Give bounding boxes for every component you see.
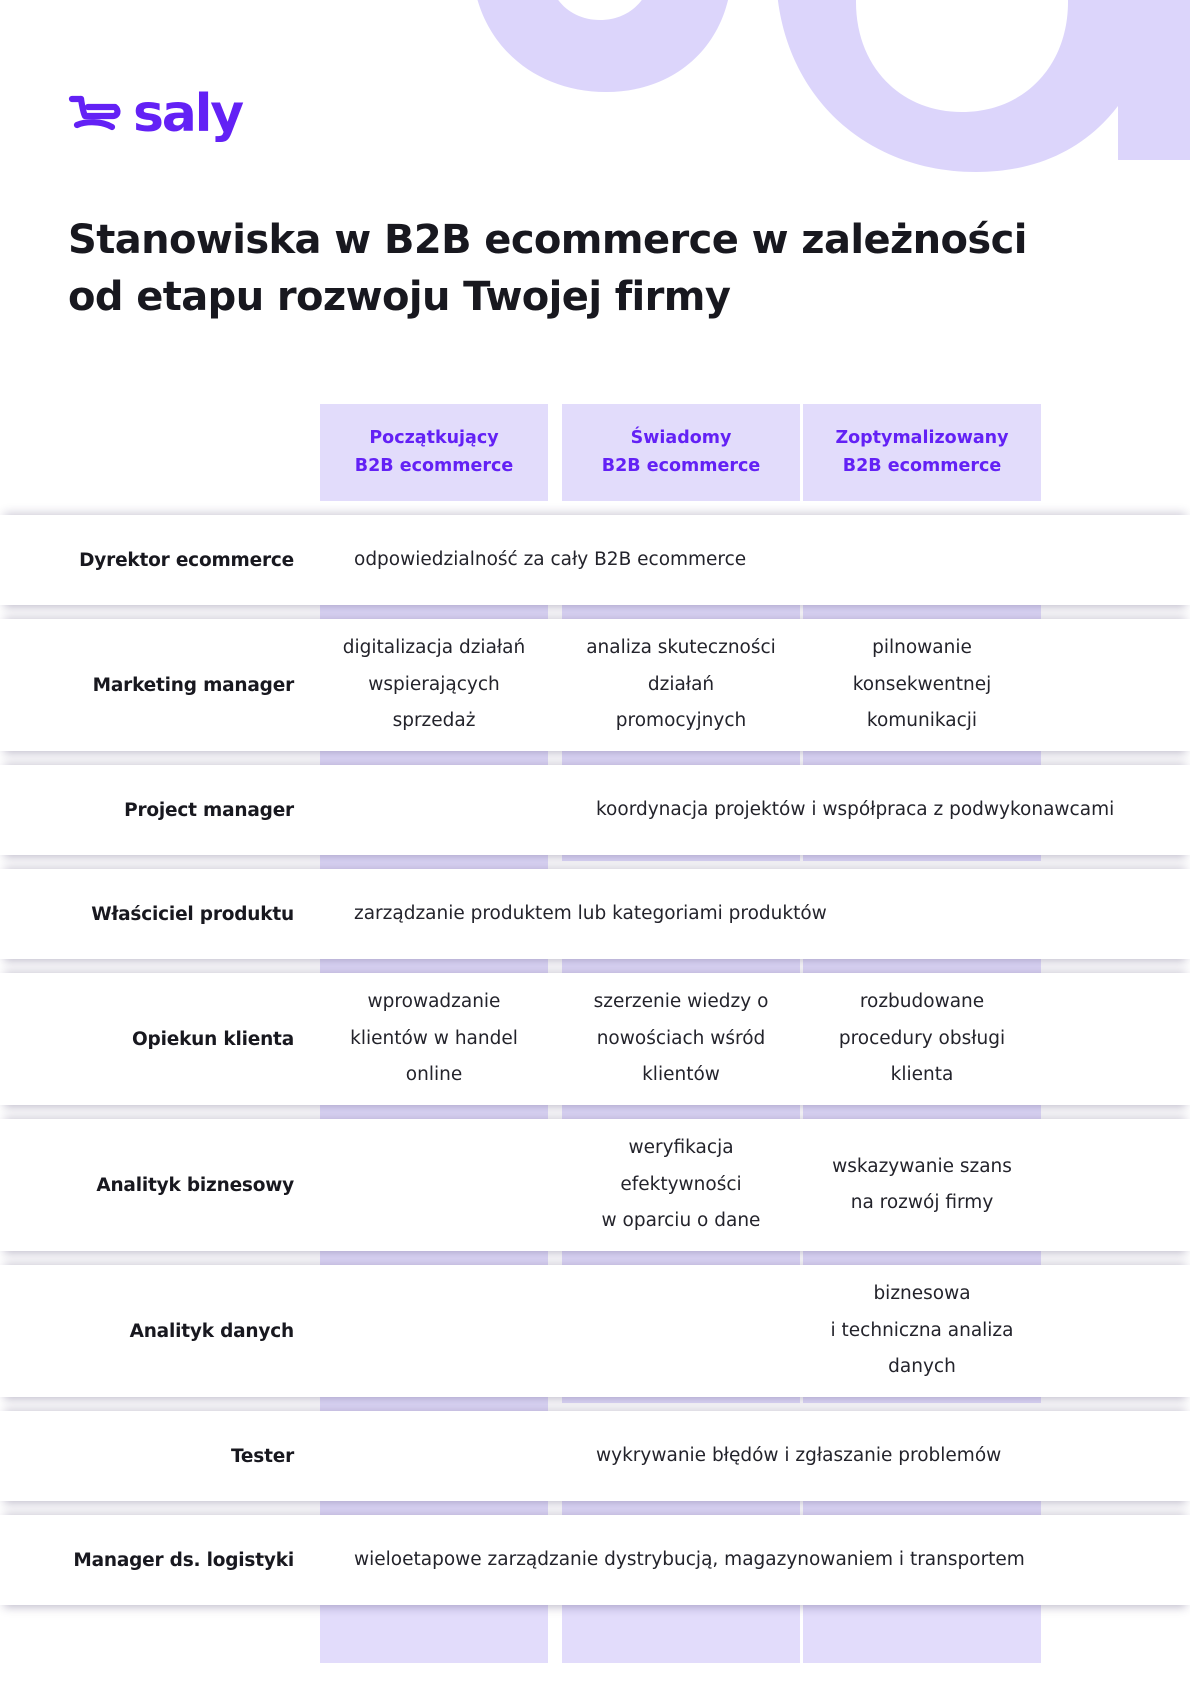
row-label-2: Marketing manager bbox=[92, 674, 295, 696]
cell-r7-c3: biznesowa i techniczna analiza danych bbox=[803, 1265, 1041, 1397]
table-row: Dyrektor ecommerce odpowiedzialność za ca… bbox=[0, 515, 1190, 605]
cell-r6-c2: weryfikacja efektywności w oparciu o dane bbox=[562, 1119, 800, 1251]
cell-text-line: procedury obsługi bbox=[838, 1027, 1006, 1049]
row-cells: digitalizacja działań wspierających sprzed… bbox=[320, 619, 1190, 751]
cell-text-line: i techniczna analiza bbox=[830, 1319, 1014, 1341]
column-header-line2: B2B ecommerce bbox=[842, 456, 1002, 476]
cell-text: koordynacja projektów i współpraca z pod… bbox=[596, 798, 1115, 820]
table-row: Tester wykrywanie błędów i zgłaszanie pro… bbox=[0, 1411, 1190, 1501]
row-gap bbox=[0, 959, 1190, 973]
row-cells: wieloetapowe zarządzanie dystrybucją, ma… bbox=[320, 1515, 1190, 1605]
cell-text-line: promocyjnych bbox=[615, 710, 747, 732]
cell-text-line: rozbudowane bbox=[859, 991, 985, 1013]
row-cells: odpowiedzialność za cały B2B ecommerce bbox=[320, 515, 1190, 605]
table-row: Marketing manager digitalizacja działań ws… bbox=[0, 619, 1190, 751]
page-title: Stanowiska w B2B ecommerce w zależności … bbox=[68, 217, 1027, 320]
cell-text: zarządzanie produktem lub kategoriami pr… bbox=[354, 902, 827, 924]
row-gap bbox=[0, 501, 1190, 515]
cell-text-line: weryfikacja bbox=[628, 1137, 734, 1159]
cell-text-line: biznesowa bbox=[873, 1283, 971, 1305]
row-label-8: Tester bbox=[230, 1445, 294, 1467]
table-row: Project manager koordynacja projektów i w… bbox=[0, 765, 1190, 855]
cell-r9-span: wieloetapowe zarządzanie dystrybucją, ma… bbox=[320, 1515, 1190, 1605]
cell-text-line: digitalizacja działań bbox=[342, 637, 526, 659]
cell-r5-c3: rozbudowane procedury obsługi klienta bbox=[803, 973, 1041, 1105]
row-gap bbox=[0, 1251, 1190, 1265]
row-label-6: Analityk biznesowy bbox=[96, 1174, 294, 1196]
table-row: Analityk biznesowy weryfikacja efektywnośc… bbox=[0, 1119, 1190, 1251]
row-label-4: Właściciel produktu bbox=[91, 903, 294, 925]
column-header-line1: Zoptymalizowany bbox=[835, 427, 1009, 448]
row-cells: biznesowa i techniczna analiza danych bbox=[320, 1265, 1190, 1397]
cell-text-line: działań bbox=[647, 673, 715, 695]
cell-text-line: na rozwój firmy bbox=[850, 1192, 994, 1213]
cell-text-line: klientów bbox=[642, 1064, 720, 1086]
row-label-7: Analityk danych bbox=[129, 1320, 295, 1342]
row-label-1: Dyrektor ecommerce bbox=[79, 549, 294, 571]
cell-r3-span: koordynacja projektów i współpraca z pod… bbox=[562, 765, 1190, 855]
row-gap bbox=[0, 1397, 1190, 1411]
cell-r1-span: odpowiedzialność za cały B2B ecommerce bbox=[320, 515, 1190, 605]
table-row: Opiekun klienta wprowadzanie klientów w ha… bbox=[0, 973, 1190, 1105]
cell-r8-span: wykrywanie błędów i zgłaszanie problemów bbox=[562, 1411, 1190, 1501]
column-header-line2: B2B ecommerce bbox=[354, 456, 514, 476]
cell-text-line: konsekwentnej bbox=[852, 673, 992, 695]
cell-r6-c3: wskazywanie szans na rozwój firmy bbox=[803, 1119, 1041, 1251]
cell-r2-c1: digitalizacja działań wspierających sprzed… bbox=[320, 619, 548, 751]
column-header-line2: B2B ecommerce bbox=[601, 456, 761, 476]
cell-r5-c2: szerzenie wiedzy o nowościach wśród klient… bbox=[562, 973, 800, 1105]
cell-text: odpowiedzialność za cały B2B ecommerce bbox=[354, 548, 747, 570]
shopping-cart-icon bbox=[68, 95, 121, 131]
column-header-line1: Świadomy bbox=[630, 427, 732, 448]
row-gap bbox=[0, 605, 1190, 619]
cell-text-line: wspierających bbox=[368, 673, 500, 695]
row-cells: wykrywanie błędów i zgłaszanie problemów bbox=[320, 1411, 1190, 1501]
cell-r2-c3: pilnowanie konsekwentnej komunikacji bbox=[803, 619, 1041, 751]
row-cells: koordynacja projektów i współpraca z pod… bbox=[320, 765, 1190, 855]
cell-r4-span: zarządzanie produktem lub kategoriami pr… bbox=[320, 869, 1190, 959]
row-gap bbox=[0, 751, 1190, 765]
cell-r2-c2: analiza skuteczności działań promocyjnych bbox=[562, 619, 800, 751]
cell-text-line: klientów w handel bbox=[350, 1027, 518, 1049]
cell-text-line: online bbox=[405, 1064, 463, 1086]
table-row: Manager ds. logistyki wieloetapowe zarząd… bbox=[0, 1515, 1190, 1605]
column-header-line1: Początkujący bbox=[369, 427, 499, 448]
cell-text-line: danych bbox=[888, 1356, 956, 1378]
table-row: Analityk danych biznesowa i techniczna ana… bbox=[0, 1265, 1190, 1397]
table-row: Właściciel produktu zarządzanie produktem… bbox=[0, 869, 1190, 959]
cell-text-line: nowościach wśród bbox=[596, 1027, 766, 1049]
row-label-3: Project manager bbox=[124, 799, 294, 821]
cell-text: wieloetapowe zarządzanie dystrybucją, ma… bbox=[354, 1548, 1025, 1570]
cell-text-line: komunikacji bbox=[866, 710, 978, 732]
cell-text-line: wprowadzanie bbox=[367, 991, 501, 1013]
row-label-9: Manager ds. logistyki bbox=[73, 1549, 294, 1571]
cell-text-line: wskazywanie szans bbox=[832, 1155, 1012, 1177]
row-cells: wprowadzanie klientów w handel online szerz… bbox=[320, 973, 1190, 1105]
brand-logo[interactable]: saly bbox=[68, 84, 244, 144]
cell-text-line: efektywności bbox=[620, 1173, 742, 1195]
row-gap bbox=[0, 855, 1190, 869]
cell-text-line: szerzenie wiedzy o bbox=[593, 991, 769, 1013]
table-rows: Dyrektor ecommerce odpowiedzialność za ca… bbox=[0, 501, 1190, 1605]
cell-text-line: klienta bbox=[890, 1064, 954, 1086]
row-gap bbox=[0, 1105, 1190, 1119]
cell-text-line: analiza skuteczności bbox=[586, 637, 776, 659]
cell-text-line: sprzedaż bbox=[392, 710, 476, 732]
cell-text: wykrywanie błędów i zgłaszanie problemów bbox=[596, 1444, 1002, 1466]
cell-text-line: w oparciu o dane bbox=[601, 1210, 761, 1232]
brand-wordmark: saly bbox=[133, 84, 244, 144]
row-gap bbox=[0, 1501, 1190, 1515]
row-label-5: Opiekun klienta bbox=[132, 1028, 294, 1050]
row-cells: zarządzanie produktem lub kategoriami pr… bbox=[320, 869, 1190, 959]
cell-text-line: pilnowanie bbox=[872, 637, 972, 659]
cell-r5-c1: wprowadzanie klientów w handel online bbox=[320, 973, 548, 1105]
